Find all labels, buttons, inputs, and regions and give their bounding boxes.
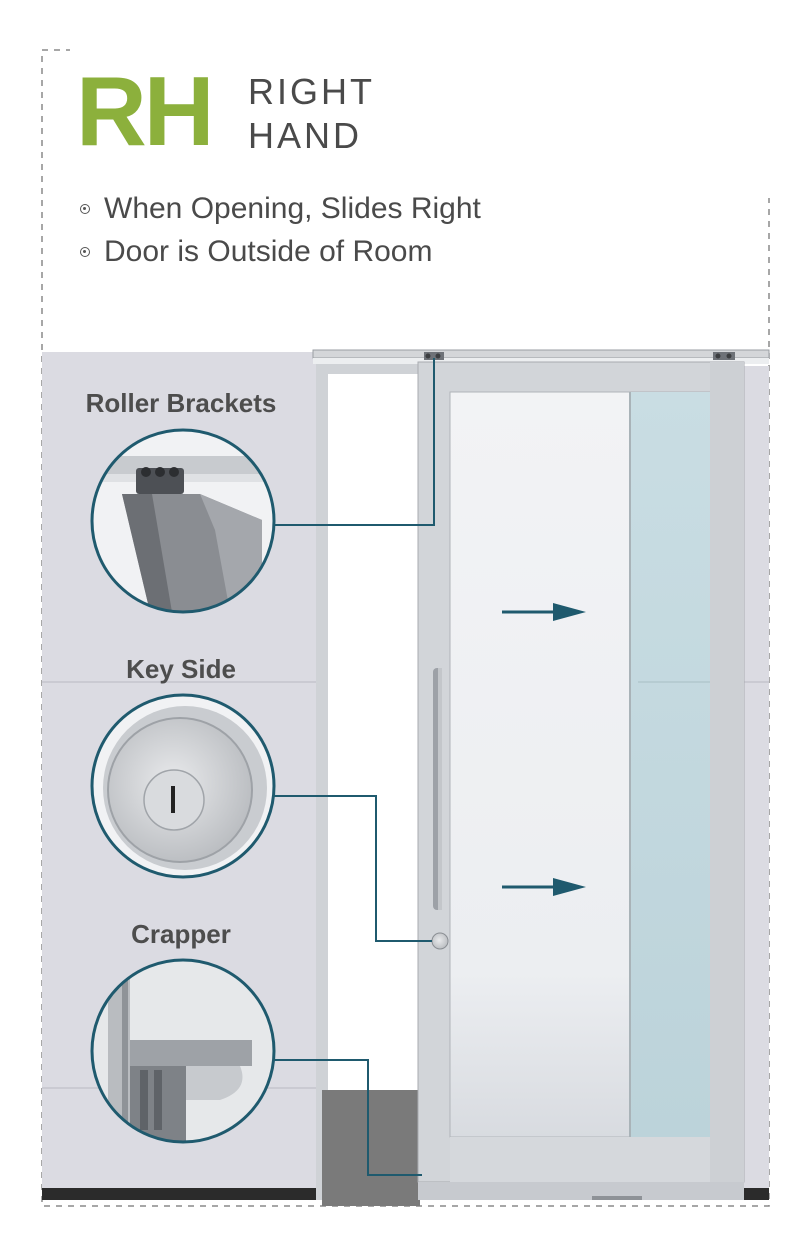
roller-brackets-label: Roller Brackets [85, 388, 277, 418]
floor-base [42, 1188, 317, 1200]
crapper-label: Crapper [131, 919, 231, 949]
bullet-text: Door is Outside of Room [104, 235, 433, 268]
right-arrow-icon [502, 603, 586, 621]
handing-word-2: HAND [248, 115, 363, 156]
right-arrow-icon [502, 878, 586, 896]
crapper-detail [90, 958, 276, 1144]
top-track [312, 349, 770, 359]
handing-code: RH [76, 56, 215, 166]
bullet-item: Door is Outside of Room [80, 237, 432, 267]
bullet-icon [80, 247, 90, 257]
roller-brackets-detail [90, 428, 276, 614]
key-side-detail [90, 693, 276, 879]
bullet-icon [80, 204, 90, 214]
key-knob [431, 932, 449, 950]
handing-word-1: RIGHT [248, 71, 375, 112]
key-side-label: Key Side [126, 654, 236, 684]
bullet-item: When Opening, Slides Right [80, 194, 481, 224]
bullet-text: When Opening, Slides Right [104, 192, 481, 225]
callout-lines [274, 358, 435, 1176]
